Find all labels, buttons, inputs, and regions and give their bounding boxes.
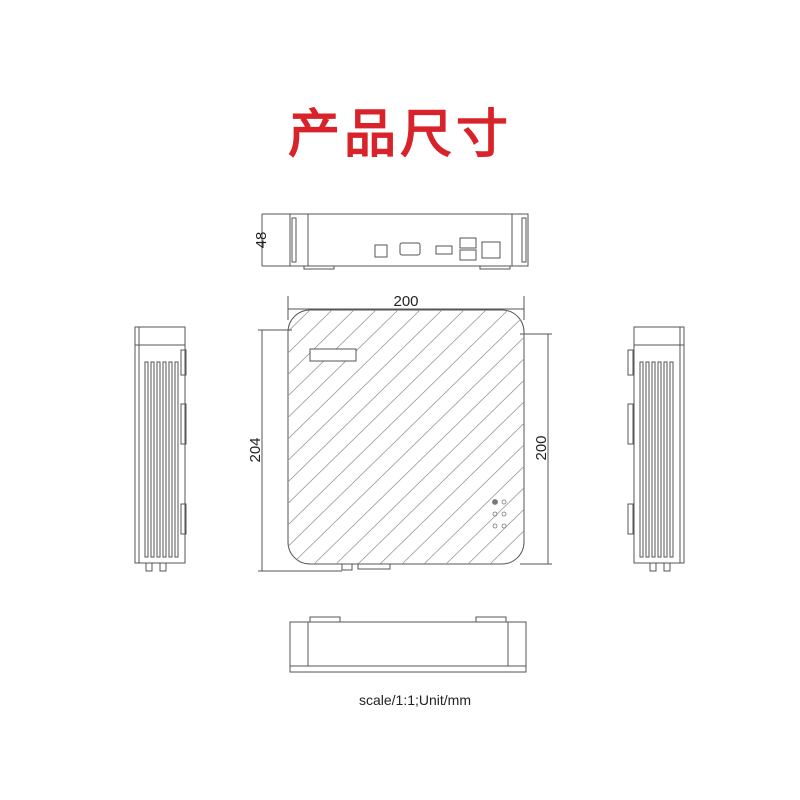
bottom-foot-left — [309, 616, 341, 623]
front-view — [289, 213, 529, 270]
front-foot-right — [479, 265, 511, 270]
left-side-view — [134, 326, 187, 572]
hatch-line — [288, 310, 311, 564]
right-handle — [521, 217, 527, 263]
logo-label-plate — [309, 348, 357, 362]
vent-slot — [174, 361, 179, 558]
indicator-led-3 — [492, 523, 498, 529]
hatch-line — [379, 310, 524, 564]
hatch-line — [401, 310, 524, 564]
scale-caption: scale/1:1;Unit/mm — [358, 692, 472, 708]
indicator-led-1 — [492, 499, 498, 505]
vent-slot — [156, 361, 161, 558]
vent-slot — [669, 361, 674, 558]
hatch-line — [288, 310, 289, 564]
top-view-outline — [287, 309, 525, 565]
page-title: 产品尺寸 — [287, 105, 512, 165]
usb-port-top-icon — [459, 237, 477, 249]
width-dimension — [287, 296, 525, 320]
hatch-line — [489, 310, 524, 564]
depth-dimension-right — [520, 333, 552, 565]
bottom-view — [289, 616, 527, 673]
hatch-line — [291, 310, 524, 564]
top-view-hatch-pattern — [288, 310, 524, 564]
hatch-line — [288, 310, 524, 564]
power-switch-icon — [374, 244, 388, 258]
status-indicators — [492, 499, 507, 529]
vent-slot — [639, 361, 644, 558]
hatch-line — [288, 310, 487, 564]
right-side-view — [627, 326, 685, 572]
vent-slot — [657, 361, 662, 558]
left-handle — [291, 217, 297, 263]
hatch-line — [467, 310, 524, 564]
hatch-line — [511, 310, 524, 564]
vent-slot — [651, 361, 656, 558]
vent-slot — [150, 361, 155, 558]
depth-dimension-left-label: 204 — [247, 437, 264, 462]
vent-slot — [645, 361, 650, 558]
indicator-led-1-ring — [501, 499, 507, 505]
depth-dimension-right-label: 200 — [533, 435, 550, 460]
right-side-vent-slots — [639, 361, 674, 558]
hatch-line — [313, 310, 524, 564]
hatch-line — [288, 310, 377, 564]
bottom-view-outline — [289, 621, 527, 673]
hatch-line — [288, 310, 465, 564]
front-view-outline — [289, 213, 529, 267]
width-dimension-label: 200 — [393, 293, 418, 310]
vent-slot — [144, 361, 149, 558]
front-foot-left — [303, 265, 335, 270]
hatch-line — [445, 310, 524, 564]
indicator-led-2-ring — [501, 511, 507, 517]
hatch-line — [335, 310, 524, 564]
bottom-foot-right — [475, 616, 507, 623]
hatch-line — [423, 310, 524, 564]
left-side-vent-slots — [144, 361, 179, 558]
hatch-line — [288, 310, 355, 564]
hatch-line — [288, 310, 421, 564]
right-side-outline — [633, 326, 685, 564]
vent-slot — [168, 361, 173, 558]
indicator-led-2 — [492, 511, 498, 517]
hatch-line — [357, 310, 524, 564]
height-dimension-label: 48 — [253, 232, 270, 249]
height-dimension — [261, 213, 290, 267]
vent-slot — [162, 361, 167, 558]
hatch-line — [288, 310, 333, 564]
vga-port-icon — [399, 242, 421, 256]
hdmi-port-icon — [435, 245, 453, 255]
depth-dimension-left — [258, 329, 342, 572]
rear-connectors — [341, 563, 391, 571]
vent-slot — [663, 361, 668, 558]
lan-port-icon — [481, 241, 501, 259]
usb-port-bottom-icon — [459, 249, 477, 261]
hatch-line — [288, 310, 509, 564]
hatch-line — [288, 310, 399, 564]
hatch-line — [288, 310, 443, 564]
indicator-led-3-ring — [501, 523, 507, 529]
